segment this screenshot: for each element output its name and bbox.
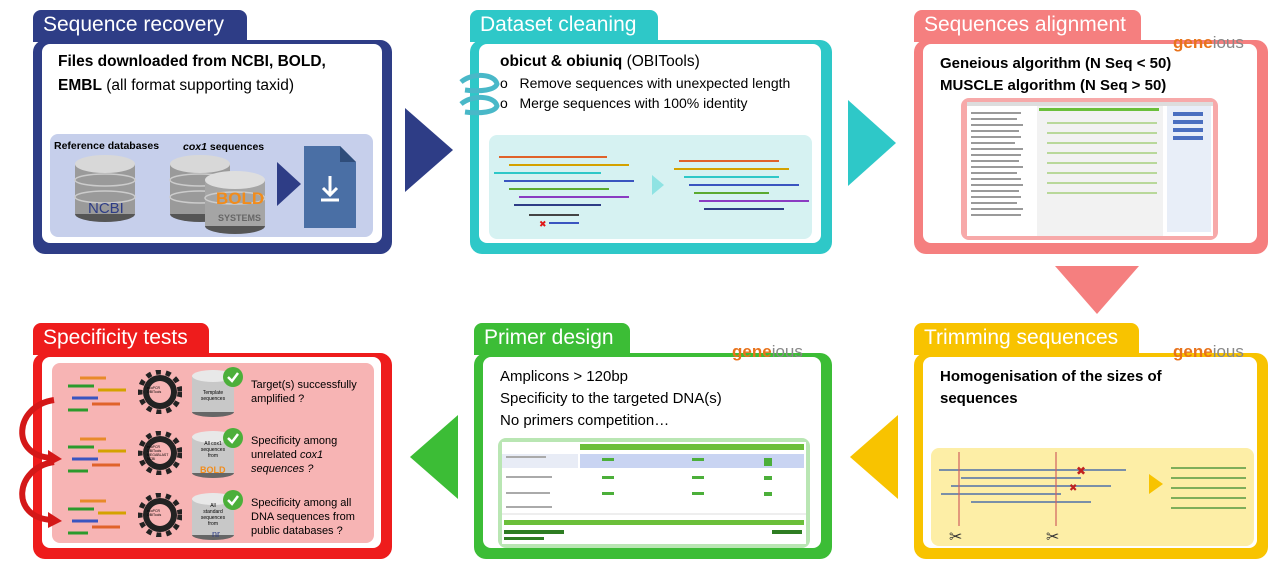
ncbi-database-icon xyxy=(74,155,136,222)
cleaning-bullet-2: o Merge sequences with 100% identity xyxy=(500,93,748,114)
flow-arrow-4 xyxy=(850,415,898,499)
primer-line2: Specificity to the targeted DNA(s) xyxy=(500,390,722,407)
bullet-marker: o xyxy=(500,75,508,91)
geneious-logo: geneious xyxy=(1173,342,1244,361)
specificity-row1-text-a: Target(s) successfully xyxy=(251,379,357,391)
gear-icon xyxy=(138,493,182,537)
svg-text:✖: ✖ xyxy=(539,220,547,230)
alignment-screenshot xyxy=(967,102,1213,236)
alignment-line2: MUSCLE algorithm (N Seq > 50) xyxy=(940,77,1167,94)
nr-database-icon xyxy=(192,493,234,540)
embl-label: EMBL xyxy=(58,77,102,94)
loop-arrows-icon xyxy=(459,73,500,116)
checkmark-icon xyxy=(223,367,243,387)
cleaning-bullet-1: o Remove sequences with unexpected lengt… xyxy=(500,73,790,94)
bullet-marker: o xyxy=(500,95,508,111)
primer-line1: Amplicons > 120bp xyxy=(500,368,628,385)
gear-label: ecoPCR OBITools MEGABLAST NCBI xyxy=(147,445,169,461)
curved-arrows-icon xyxy=(19,397,62,528)
gear-label: ecoPCR OBITools xyxy=(147,509,162,517)
sequence-recovery-line1: Files downloaded from NCBI, BOLD, xyxy=(58,53,326,70)
systems-text: SYSTEMS xyxy=(218,213,262,223)
dataset-cleaning-heading: obicut & obiuniq (OBITools) xyxy=(500,51,700,72)
bold-text: BOLD xyxy=(216,189,265,208)
bullet-text: Remove sequences with unexpected length xyxy=(519,75,791,91)
trimming-line1: Homogenisation of the sizes of xyxy=(940,368,1162,385)
bold-database-icon xyxy=(204,171,266,234)
specificity-row2-text-b: unrelated cox1 xyxy=(251,449,324,461)
cox1-db-label: All cox1 sequences from xyxy=(200,441,226,459)
specificity-row3-text-c: public databases ? xyxy=(251,525,343,537)
play-arrow-icon xyxy=(277,162,301,206)
cleaning-illustration-box xyxy=(489,135,812,239)
trimming-illustration: ✖ ✖ ✂ ✂ xyxy=(939,452,1246,546)
sequence-cleaning-illustration: ✖ xyxy=(494,156,809,230)
reference-databases-label: Reference databases xyxy=(54,140,160,152)
panel-title-primer-design: Primer design xyxy=(474,323,630,355)
panel-title-dataset-cleaning: Dataset cleaning xyxy=(470,10,658,42)
sequence-recovery-line2: EMBL (all format supporting taxid) xyxy=(58,75,294,96)
specificity-row2-text-c: sequences ? xyxy=(251,463,314,475)
panel-title-sequence-recovery: Sequence recovery xyxy=(33,10,247,42)
cox1-italic: cox1 xyxy=(299,449,324,461)
specificity-row1-text-b: amplified ? xyxy=(251,393,305,405)
flow-arrow-3 xyxy=(1055,266,1139,314)
gear-label: ecoPCR OBITools xyxy=(147,386,162,394)
obicut-obiuniq: obicut & obiuniq xyxy=(500,53,623,70)
nr-db-label: All standard sequences from xyxy=(200,503,226,527)
gear-icon xyxy=(138,431,182,475)
panel-title-sequences-alignment: Sequences alignment xyxy=(914,10,1141,42)
cox1-sequences-label: cox1 sequences xyxy=(183,141,264,154)
trimming-line2: sequences xyxy=(940,390,1018,407)
panel-title-specificity-tests: Specificity tests xyxy=(33,323,209,355)
primer-pairs-icon xyxy=(68,376,126,412)
svg-text:✂: ✂ xyxy=(949,527,962,546)
geneious-logo: geneious xyxy=(1173,33,1244,52)
download-file-icon xyxy=(304,146,356,228)
flow-arrow-5 xyxy=(410,415,458,499)
ncbi-text: NCBI xyxy=(88,200,124,217)
obitools-note: (OBITools) xyxy=(622,53,700,70)
bullet-text: Merge sequences with 100% identity xyxy=(519,95,748,111)
cox1-italic: cox1 xyxy=(183,141,207,153)
cox1-database-icon xyxy=(192,431,234,478)
flow-arrow-1 xyxy=(405,108,453,192)
specificity-row3-text-a: Specificity among all xyxy=(251,497,352,509)
cox1-rest: sequences xyxy=(206,141,265,153)
format-note: (all format supporting taxid) xyxy=(101,77,295,94)
svg-text:✖: ✖ xyxy=(1076,464,1086,478)
panel-title-trimming-sequences: Trimming sequences xyxy=(914,323,1139,355)
specificity-row3-text-b: DNA sequences from xyxy=(251,511,355,523)
alignment-line1: Geneious algorithm (N Seq < 50) xyxy=(940,55,1172,72)
specificity-row2-text-a: Specificity among xyxy=(251,435,338,447)
gear-icon xyxy=(138,370,182,414)
primer-screenshot xyxy=(502,442,806,544)
checkmark-icon xyxy=(223,428,243,448)
svg-text:✖: ✖ xyxy=(1069,483,1077,494)
geneious-logo: geneious xyxy=(732,342,803,361)
primer-line3: No primers competition… xyxy=(500,412,670,429)
primer-pairs-icon xyxy=(68,437,126,473)
primer-pairs-icon xyxy=(68,499,126,535)
nr-mini-label: nr xyxy=(212,529,221,539)
bold-mini-label: BOLD xyxy=(200,465,226,475)
svg-text:✂: ✂ xyxy=(1046,527,1059,546)
template-sequences-label: Template sequences xyxy=(200,390,226,402)
checkmark-icon xyxy=(223,490,243,510)
flow-arrow-2 xyxy=(848,100,896,186)
